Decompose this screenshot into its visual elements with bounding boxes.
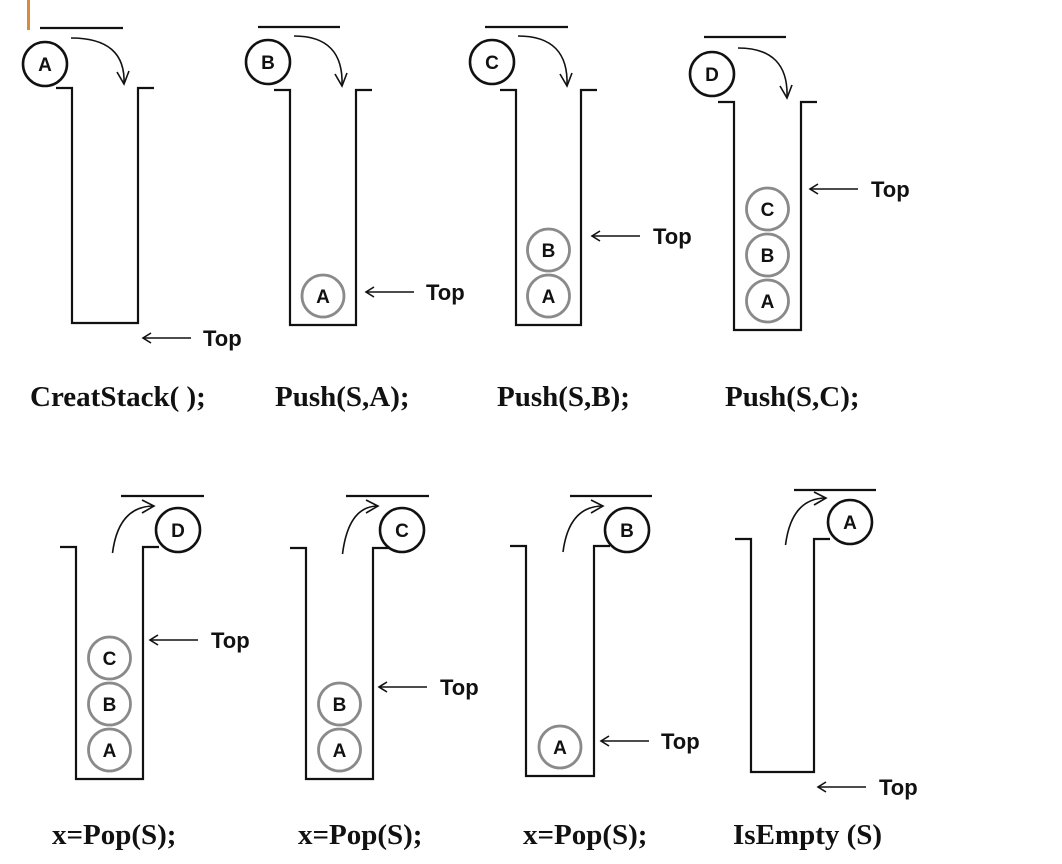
moving-element-label: B	[261, 53, 275, 74]
stacked-element-label: C	[103, 649, 117, 670]
operation-caption: x=Pop(S);	[298, 819, 422, 851]
push-arc	[293, 35, 343, 87]
stacked-element-label: A	[553, 738, 567, 759]
arrow-head-icon	[779, 84, 793, 100]
operation-caption: Push(S,C);	[725, 381, 860, 413]
stacked-element-circle	[526, 273, 571, 319]
moving-element-circle	[154, 506, 202, 554]
stacked-element-circle	[537, 724, 583, 770]
stacked-element-label: B	[103, 695, 117, 716]
push-arc	[70, 37, 125, 85]
push-arc	[517, 35, 568, 87]
top-label: Top	[879, 775, 918, 800]
top-pointer-arrow-icon	[808, 183, 819, 195]
stacked-element-circle	[526, 227, 571, 273]
stacked-element-label: A	[542, 287, 556, 308]
moving-element-circle	[468, 38, 516, 86]
stack-container	[274, 88, 372, 327]
stacked-element-circle	[87, 727, 132, 773]
stack-container	[510, 544, 610, 778]
operation-caption: Push(S,A);	[275, 381, 410, 413]
stack-container	[290, 546, 389, 781]
top-pointer-arrow-icon	[148, 634, 159, 646]
moving-element-label: D	[705, 65, 719, 86]
top-label: Top	[426, 280, 465, 305]
arrow-head-icon	[590, 499, 605, 514]
arrow-head-icon	[141, 499, 156, 514]
operation-caption: x=Pop(S);	[523, 819, 647, 851]
top-label: Top	[211, 628, 250, 653]
arrow-head-icon	[334, 72, 348, 88]
top-pointer-arrow-icon	[377, 681, 388, 693]
stacked-element-circle	[745, 278, 790, 324]
pop-arc	[341, 505, 379, 555]
pop-arc	[562, 505, 604, 553]
pop-arc	[111, 505, 155, 554]
stacked-element-label: A	[761, 292, 775, 313]
stacked-element-circle	[745, 186, 790, 232]
top-pointer-arrow-icon	[364, 286, 375, 298]
stacked-element-label: B	[761, 246, 775, 267]
top-label: Top	[203, 326, 242, 351]
stack-container	[56, 86, 154, 325]
stacked-element-circle	[745, 232, 790, 278]
stack-container	[500, 88, 597, 327]
operation-caption: CreatStack( );	[30, 381, 206, 413]
stacked-element-circle	[317, 681, 362, 727]
stacked-element-label: A	[333, 741, 347, 762]
top-pointer-arrow-icon	[590, 230, 601, 242]
arrow-head-icon	[813, 491, 828, 506]
panel-5: D A B C Top x=Pop(S);	[52, 494, 250, 851]
panel-6: C A B Top x=Pop(S);	[290, 494, 479, 851]
stack-container	[735, 537, 830, 774]
moving-element-circle	[826, 498, 874, 546]
stack-container	[60, 545, 159, 781]
operation-caption: Push(S,B);	[497, 381, 630, 413]
top-pointer-arrow-icon	[599, 735, 610, 747]
stacked-element-circle	[87, 681, 132, 727]
arrow-head-icon	[559, 72, 573, 88]
moving-element-circle	[688, 50, 736, 98]
stacked-element-label: A	[103, 741, 117, 762]
stacked-element-label: B	[333, 695, 347, 716]
moving-element-circle	[603, 506, 651, 554]
top-label: Top	[871, 177, 910, 202]
top-label: Top	[440, 675, 479, 700]
operation-caption: IsEmpty (S)	[733, 819, 882, 851]
push-arc	[737, 47, 788, 99]
moving-element-circle	[21, 40, 69, 88]
accent-mark	[27, 0, 30, 30]
top-pointer-arrow-icon	[816, 781, 827, 793]
moving-element-label: C	[485, 53, 499, 74]
stacked-element-label: A	[316, 287, 330, 308]
stack-container	[718, 100, 817, 332]
moving-element-label: C	[395, 521, 409, 542]
stacked-element-circle	[87, 635, 132, 681]
pop-arc	[784, 497, 827, 546]
moving-element-label: A	[843, 513, 857, 534]
top-pointer-arrow-icon	[141, 332, 152, 344]
panel-7: B A Top x=Pop(S);	[510, 494, 700, 851]
top-label: Top	[661, 729, 700, 754]
stacked-element-circle	[300, 273, 346, 319]
arrow-head-icon	[116, 70, 130, 86]
operation-caption: x=Pop(S);	[52, 819, 176, 851]
arrow-head-icon	[365, 499, 380, 514]
top-label: Top	[653, 224, 692, 249]
moving-element-circle	[378, 506, 426, 554]
stacked-element-circle	[317, 727, 362, 773]
moving-element-label: B	[620, 521, 634, 542]
moving-element-label: D	[171, 521, 185, 542]
stacked-element-label: C	[761, 200, 775, 221]
moving-element-label: A	[38, 55, 52, 76]
moving-element-circle	[244, 38, 292, 86]
stacked-element-label: B	[542, 241, 556, 262]
